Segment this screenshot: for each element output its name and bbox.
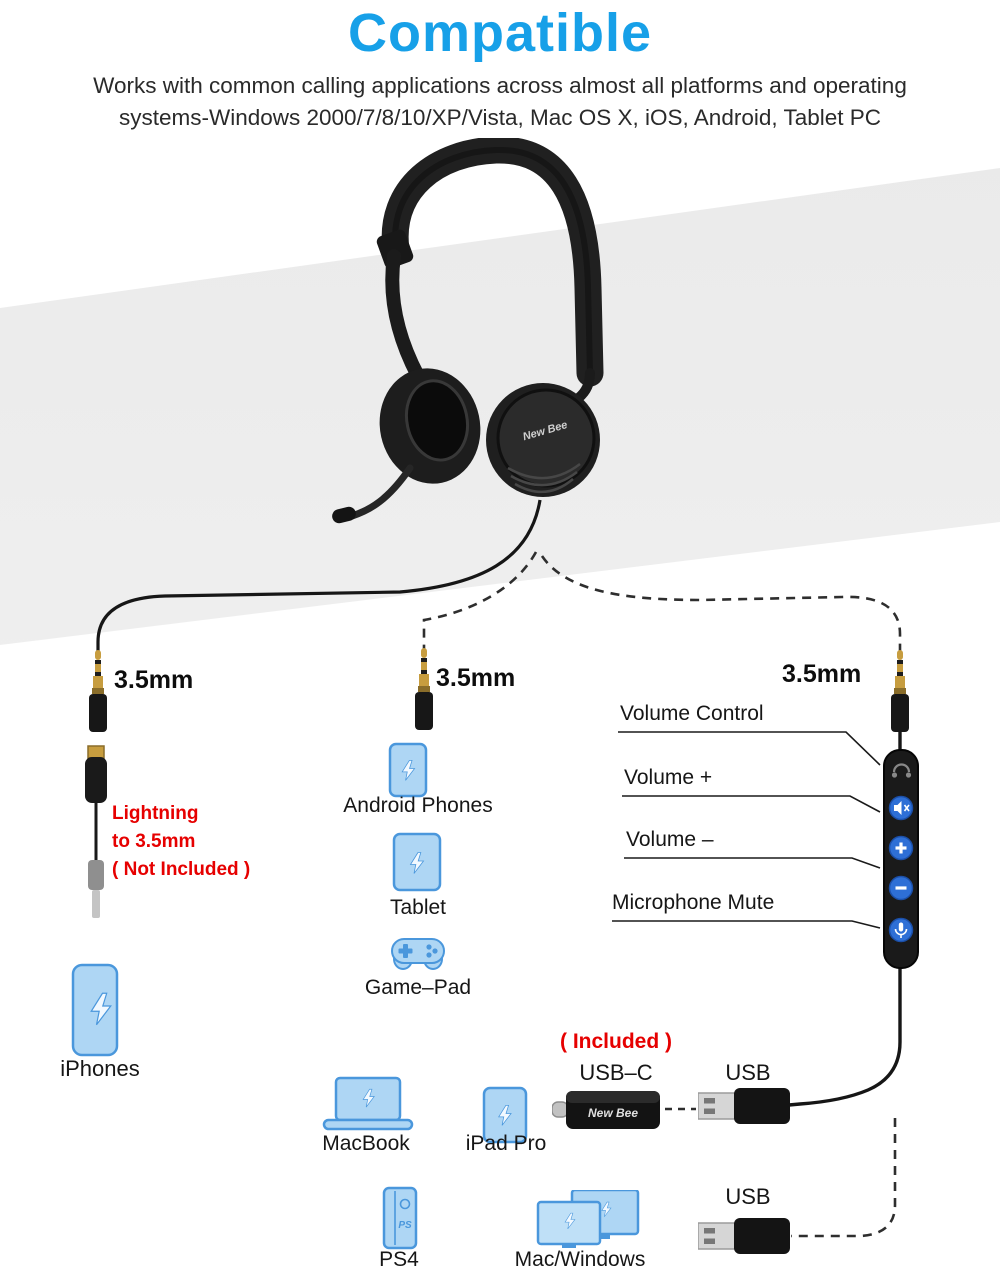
volume-up-label: Volume + [624, 766, 713, 789]
usb-top-label: USB [725, 1060, 771, 1085]
cable-dashed-right [540, 555, 902, 652]
desktop-monitors-icon [536, 1190, 640, 1248]
cable-dashed-middle [422, 551, 538, 650]
iphone-icon [71, 963, 119, 1057]
cable-solid-left [96, 499, 542, 654]
usb-plug-top-icon [698, 1088, 790, 1124]
mic-mute-button [888, 917, 914, 943]
ps4-icon: PS [382, 1186, 418, 1250]
cable-dashed-bottom-usb [791, 1118, 897, 1238]
jack-3.5mm-left-icon [89, 650, 107, 732]
note-line-1: Lightning [112, 803, 199, 824]
headphone-glyph-icon [892, 763, 911, 773]
usb-plug-bottom-icon [698, 1218, 790, 1254]
volume-down-button [888, 875, 914, 901]
ipad-icon [482, 1086, 528, 1144]
not-included-note: Lightning to 3.5mm ( Not Included ) [112, 800, 250, 884]
volume-down-label: Volume – [626, 828, 714, 851]
headset-icon: New Bee [332, 138, 604, 524]
gamepad-label: Game–Pad [364, 976, 472, 999]
jack-label-right: 3.5mm [782, 660, 862, 688]
volume-control-label: Volume Control [620, 702, 764, 725]
included-note: ( Included ) [560, 1030, 672, 1053]
adapter-brand-text: New Bee [588, 1106, 638, 1120]
volume-up-button [888, 835, 914, 861]
ps4-label: PS4 [379, 1248, 419, 1271]
usb-bottom-label: USB [725, 1184, 771, 1209]
subtitle-line-2: systems-Windows 2000/7/8/10/XP/Vista, Ma… [118, 105, 881, 130]
usb-c-label: USB–C [579, 1060, 653, 1085]
page-title: Compatible [347, 3, 653, 63]
ipad-label: iPad Pro [465, 1132, 547, 1155]
inline-remote-icon [883, 749, 919, 969]
mac-windows-label: Mac/Windows [514, 1248, 646, 1271]
tablet-icon [392, 832, 442, 892]
leader-volume-up [622, 795, 881, 813]
lightning-adapter-icon [85, 745, 107, 918]
speaker-mute-button [888, 795, 914, 821]
jack-label-middle: 3.5mm [436, 664, 516, 692]
jack-3.5mm-middle-icon [415, 648, 433, 730]
microphone-boom-tip [332, 506, 356, 524]
usb-c-adapter-icon: New Bee [552, 1091, 660, 1129]
leader-volume-control [618, 731, 881, 766]
iphones-label: iPhones [60, 1056, 140, 1081]
cable-remote-to-usb [788, 964, 902, 1107]
gamepad-icon [391, 938, 445, 970]
android-phones-label: Android Phones [343, 794, 493, 817]
android-phone-icon [388, 742, 428, 798]
macbook-icon [322, 1076, 414, 1131]
leader-mic-mute [612, 920, 881, 929]
macbook-label: MacBook [322, 1132, 410, 1155]
svg-text:PS: PS [398, 1220, 412, 1231]
page-subtitle: Works with common calling applications a… [0, 70, 1000, 134]
subtitle-line-1: Works with common calling applications a… [93, 73, 907, 98]
tablet-label: Tablet [389, 896, 447, 919]
note-line-3: ( Not Included ) [112, 859, 251, 880]
jack-3.5mm-right-icon [891, 650, 909, 732]
mic-mute-label: Microphone Mute [612, 891, 775, 914]
note-line-2: to 3.5mm [112, 831, 196, 852]
jack-label-left: 3.5mm [114, 666, 194, 694]
leader-volume-down [624, 857, 881, 869]
